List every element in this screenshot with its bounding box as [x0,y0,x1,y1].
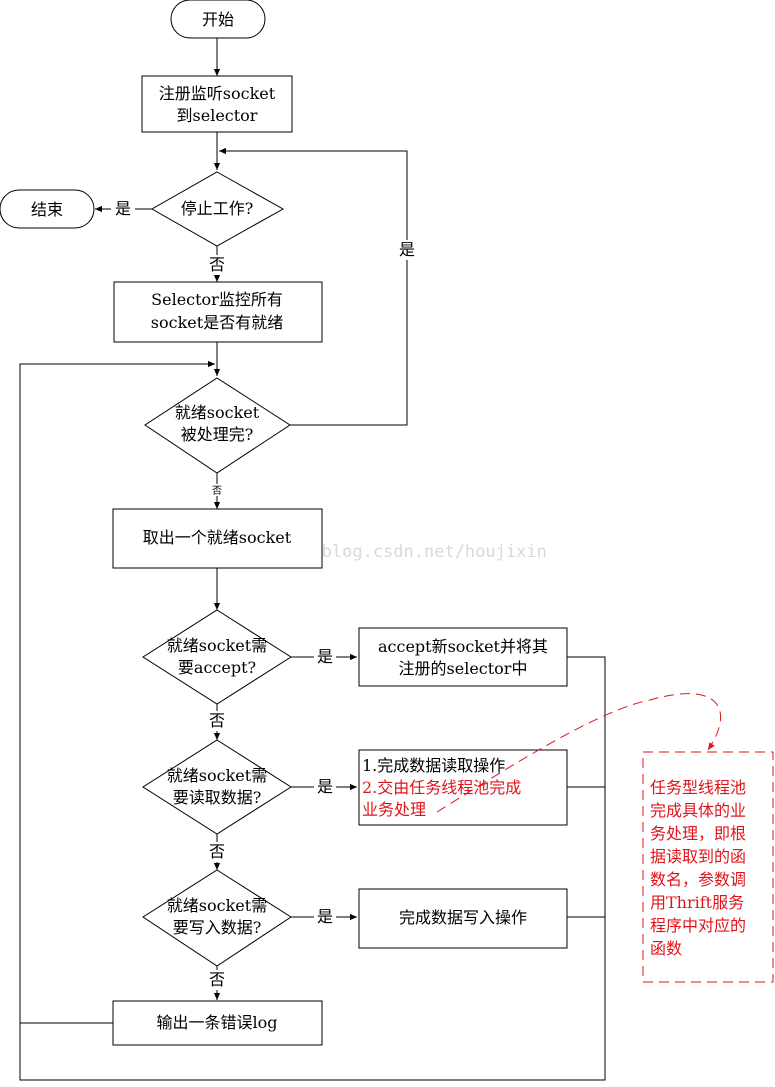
note-line: 用Thrift服务 [650,893,744,912]
done-decision [144,377,291,474]
accept-action-line1: accept新socket并将其 [378,637,548,656]
read-no-label: 否 [209,842,225,861]
read-action-line3: 业务处理 [362,800,426,819]
accept-yes-bg [314,647,336,667]
stop-yes-bg [111,199,135,219]
error-label: 输出一条错误log [157,1013,278,1032]
write-question-line2: 要写入数据? [173,918,262,937]
read-question-line1: 就绪socket需 [167,766,267,785]
done-question-line2: 被处理完? [181,425,254,444]
watermark: http://blog.csdn.net/houjixin [250,542,547,562]
done-no-label: 否 [212,485,222,497]
read-decision [142,739,292,835]
accept-decision [142,609,292,705]
start-terminal [170,0,266,39]
accept-question-line2: 要accept? [178,658,256,677]
stop-no-label: 否 [209,255,225,274]
note-pointer-arrow [436,693,722,813]
monitor-label-line2: socket是否有就绪 [151,313,283,332]
accept-action-line2: 注册的selector中 [399,659,528,678]
take-box [112,508,323,569]
connector-error-loop-back [19,360,215,1024]
note-line: 务处理，即根 [650,824,746,843]
done-no-bg [211,484,223,496]
error-box [112,1000,323,1046]
take-label: 取出一个就绪socket [143,528,292,547]
connector-actions-loop-back [19,656,606,1081]
write-action-label: 完成数据写入操作 [399,908,527,927]
note-line: 任务型线程池 [650,778,746,797]
stop-decision [150,171,285,247]
read-action-line2: 2.交由任务线程池完成 [362,778,521,797]
write-decision [142,869,292,967]
read-action-box [358,749,568,826]
write-no-label: 否 [209,970,225,989]
note-line: 完成具体的业 [650,801,746,820]
read-yes-bg [314,777,336,797]
monitor-label-line1: Selector监控所有 [151,290,283,309]
stop-no-bg [206,255,228,275]
note-line: 据读取到的函 [650,847,746,866]
read-action-line1: 1.完成数据读取操作 [362,756,505,775]
write-no-bg [206,970,228,990]
stop-question: 停止工作? [181,199,254,218]
read-yes-label: 是 [317,777,333,796]
write-question-line1: 就绪socket需 [167,896,267,915]
register-box [141,75,293,133]
note-line: 函数 [650,939,682,958]
note-line: 数名，参数调 [650,870,746,889]
done-yes-bg [396,240,418,260]
note-line: 程序中对应的 [650,916,746,935]
note-box [642,751,774,983]
monitor-box [113,281,323,343]
accept-no-bg [206,711,228,731]
write-yes-label: 是 [317,907,333,926]
start-label: 开始 [202,10,234,29]
end-label: 结束 [31,200,63,219]
done-question-line1: 就绪socket [175,403,260,422]
read-question-line2: 要读取数据? [173,788,262,807]
accept-yes-label: 是 [317,647,333,666]
accept-action-box [358,627,568,687]
read-no-bg [206,842,228,862]
write-yes-bg [314,907,336,927]
accept-question-line1: 就绪socket需 [167,636,267,655]
end-terminal [0,189,95,229]
done-yes-label: 是 [399,240,415,259]
write-action-box [358,888,568,949]
accept-no-label: 否 [209,711,225,730]
connector-done-loop-back [219,147,408,426]
stop-yes-label: 是 [115,199,131,218]
register-label-line2: 到selector [177,106,258,125]
register-label-line1: 注册监听socket [159,84,276,103]
